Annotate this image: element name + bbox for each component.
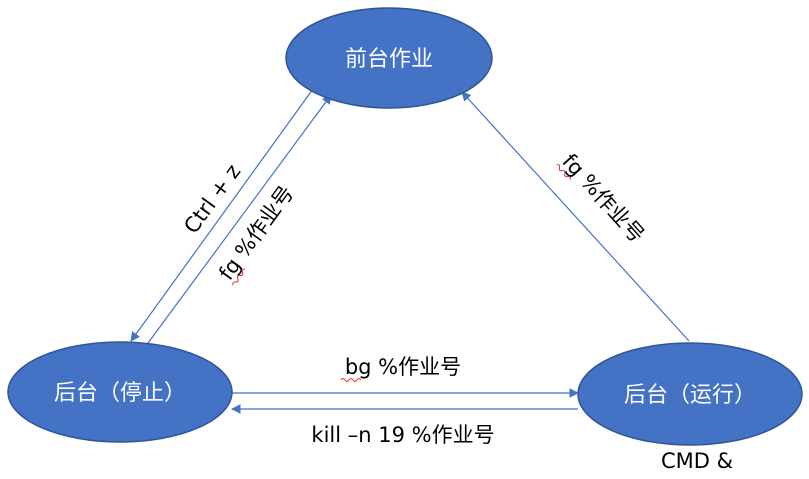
node-background-stopped — [7, 341, 233, 443]
edge-label-ctrl-z: Ctrl + z — [179, 160, 245, 238]
edge-fg-right-arrow — [461, 91, 690, 342]
edge-label-kill: kill –n 19 %作业号 — [311, 423, 494, 447]
node-background-running — [577, 342, 803, 446]
node-background-running-label: 后台（运行） — [624, 383, 756, 408]
edge-label-bg: bg %作业号 — [345, 355, 461, 379]
node-foreground-label: 前台作业 — [345, 47, 433, 72]
edge-fg-left-arrow — [147, 94, 332, 344]
spellcheck-underline-bg — [340, 378, 362, 382]
spellcheck-underline-fg-right — [556, 164, 571, 180]
spellcheck-underline-fg-left — [232, 268, 245, 286]
edge-label-cmd: CMD & — [661, 449, 733, 473]
edge-ctrl-z-arrow — [130, 88, 314, 342]
node-background-stopped-label: 后台（停止） — [54, 381, 186, 406]
edge-label-fg-right: fg %作业号 — [557, 149, 649, 247]
node-foreground — [285, 7, 493, 109]
